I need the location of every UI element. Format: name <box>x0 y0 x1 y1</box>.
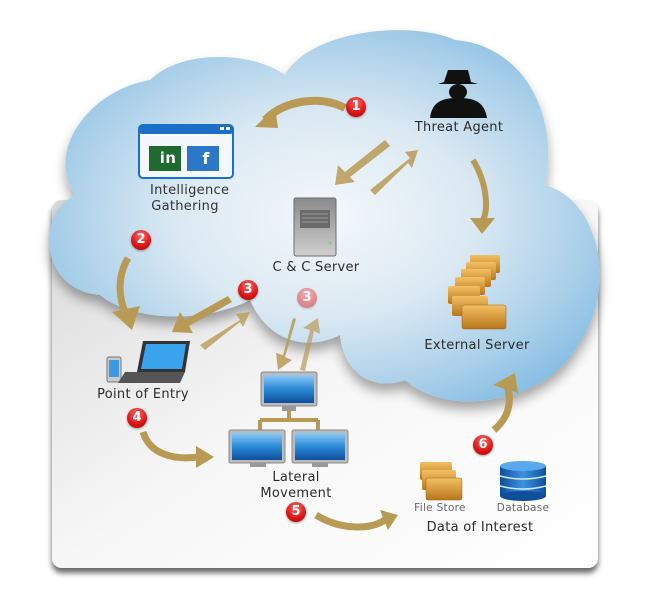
file-store-label: File Store <box>414 502 466 514</box>
cc-server-label: C & C Server <box>272 260 360 275</box>
step-badge-2: 2 <box>131 230 151 250</box>
intelligence-label-line1: Intelligence <box>150 183 230 198</box>
point-of-entry-label: Point of Entry <box>97 387 189 402</box>
point-of-entry-icon <box>106 341 190 383</box>
database-icon <box>499 461 547 501</box>
linkedin-text: in <box>159 149 177 167</box>
facebook-icon <box>187 146 219 171</box>
arrow-threat-to-external <box>470 158 495 234</box>
file-store-icon <box>420 462 463 501</box>
cc-server-icon <box>293 197 337 257</box>
step-badge-5: 5 <box>286 502 306 522</box>
data-of-interest-label: Data of Interest <box>426 520 534 535</box>
lateral-movement-icon <box>228 371 349 467</box>
facebook-text: f <box>202 149 210 168</box>
linkedin-icon <box>149 146 181 171</box>
step-badge-3: 3 <box>238 280 258 300</box>
threat-agent-icon <box>430 70 487 118</box>
arrow-lateral-to-data <box>314 510 398 531</box>
external-server-icon <box>448 255 507 330</box>
arrow-step2-to-entry <box>112 256 140 330</box>
database-label: Database <box>496 502 550 514</box>
arrow-threat-to-intel <box>255 96 347 128</box>
threat-agent-label: Threat Agent <box>414 120 504 135</box>
arrow-cc-lateral-bidirectional <box>276 318 320 371</box>
external-server-label: External Server <box>424 338 530 353</box>
step-badge-3-faded: 3 <box>297 288 317 308</box>
arrow-entry-to-lateral <box>139 430 214 468</box>
step-badge-6: 6 <box>473 435 493 455</box>
step-badge-1: 1 <box>346 97 366 117</box>
step-badge-4: 4 <box>127 408 147 428</box>
arrow-threat-to-cc-bidirectional <box>335 140 418 195</box>
lateral-movement-label-line1: Lateral <box>272 470 320 485</box>
arrow-entry-cc-bidirectional <box>172 296 250 350</box>
arrow-data-to-external <box>491 373 518 433</box>
lateral-movement-label-line2: Movement <box>260 486 332 501</box>
intelligence-gathering-icon <box>138 124 234 179</box>
intelligence-label-line2: Gathering <box>151 199 219 214</box>
